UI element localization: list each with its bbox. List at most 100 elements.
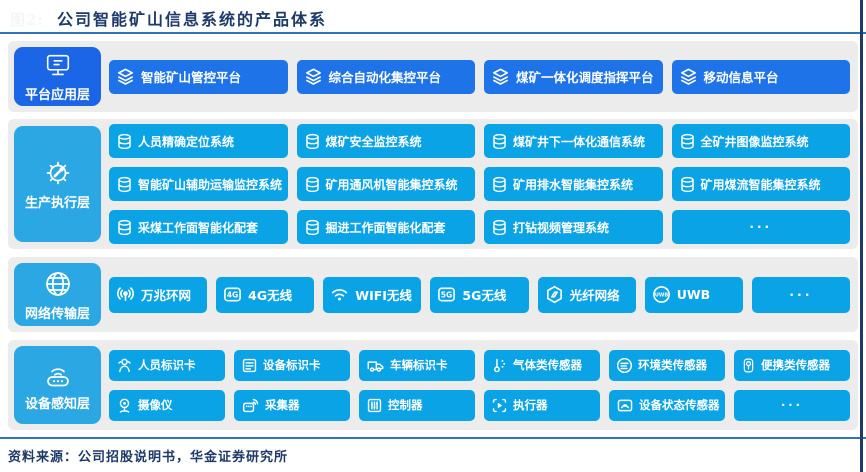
person-badge-icon [116, 357, 133, 374]
badge-4g-icon: 4G [223, 285, 242, 304]
product-box-label: 执行器 [513, 398, 548, 412]
source-note: 资料来源：公司招股说明书，华金证券研究所 [8, 450, 289, 465]
product-box: 煤矿一体化调度指挥平台 [484, 59, 663, 94]
product-box: 煤矿安全监控系统 [296, 124, 475, 158]
database-icon [491, 219, 508, 236]
layer-label-text: 平台应用层 [24, 87, 90, 103]
database-icon [679, 176, 696, 193]
monitor-icon [43, 51, 73, 81]
product-box-label: 采集器 [265, 398, 300, 412]
product-box: 煤矿井下一体化通信系统 [484, 124, 663, 158]
product-box-label: 矿用通风机智能集控系统 [325, 177, 458, 192]
wifi-icon [330, 285, 349, 304]
env-sensor-icon [616, 357, 633, 374]
product-box-label: 煤矿一体化调度指挥平台 [516, 70, 654, 85]
product-box-label: 万兆环网 [141, 288, 192, 303]
product-box: 光纤网络 [537, 276, 636, 313]
network-items-grid: 万兆环网 4G 4G无线 WIFI无线 5G 5G无线 光纤网络 UWB UWB ··· [109, 276, 850, 313]
layer-label-device-perception: 设备感知层 [14, 346, 101, 424]
layers-icon [679, 67, 698, 86]
product-box: 智能矿山辅助运输监控系统 [109, 167, 288, 201]
production-execution-layer-band: 生产执行层 人员精确定位系统煤矿安全监控系统煤矿井下一体化通信系统全矿井图像监控… [8, 119, 858, 249]
product-box-label: 煤矿安全监控系统 [325, 134, 422, 149]
platform-items-grid: 智能矿山管控平台 综合自动化集控平台 煤矿一体化调度指挥平台 移动信息平台 [109, 59, 850, 94]
gear-wrench-icon [42, 157, 74, 189]
database-icon [304, 219, 321, 236]
product-box-label: 移动信息平台 [703, 70, 779, 85]
product-box: 设备状态传感器 [609, 389, 725, 421]
router-icon [41, 358, 75, 390]
layer-label-text: 设备感知层 [24, 397, 90, 412]
database-icon [304, 133, 321, 150]
page-title: 公司智能矿山信息系统的产品体系 [57, 10, 328, 29]
product-box-label: UWB [676, 287, 711, 302]
database-icon [116, 219, 133, 236]
more-items-box: ··· [671, 210, 850, 244]
product-box: 智能矿山管控平台 [109, 59, 288, 94]
controller-icon [366, 397, 383, 414]
database-icon [679, 133, 696, 150]
product-box-label: ··· [749, 220, 773, 234]
actuator-icon [491, 397, 508, 414]
product-box-label: 综合自动化集控平台 [328, 70, 442, 85]
svg-text:UWB: UWB [655, 293, 668, 299]
product-box-label: ··· [789, 287, 813, 302]
product-box: 执行器 [484, 389, 600, 421]
database-icon [491, 176, 508, 193]
vehicle-icon [366, 357, 385, 374]
product-box: 气体类传感器 [484, 349, 600, 381]
portable-sensor-icon [741, 357, 756, 374]
more-items-box: ··· [751, 276, 850, 313]
product-box: 掘进工作面智能化配套 [296, 210, 475, 244]
product-box-label: 气体类传感器 [513, 358, 582, 372]
product-box-label: 车辆标识卡 [390, 358, 448, 372]
product-box-label: 智能矿山辅助运输监控系统 [138, 177, 283, 192]
device-card-icon [241, 357, 258, 374]
collector-icon [241, 397, 260, 414]
title-underline [0, 32, 866, 34]
product-box: 摄像仪 [109, 389, 225, 421]
product-box-label: 矿用煤流智能集控系统 [700, 177, 821, 192]
footer-divider [0, 437, 866, 439]
product-box-label: 采煤工作面智能化配套 [138, 220, 259, 235]
product-box-label: 5G无线 [462, 288, 507, 303]
globe-icon [42, 268, 74, 300]
product-box: 采集器 [234, 389, 350, 421]
database-icon [491, 133, 508, 150]
product-box: 全矿井图像监控系统 [671, 124, 850, 158]
product-box: 便携类传感器 [734, 349, 850, 381]
product-box-label: 矿用排水智能集控系统 [513, 177, 634, 192]
product-box-label: 掘进工作面智能化配套 [325, 220, 446, 235]
layer-label-platform-application: 平台应用层 [14, 47, 101, 106]
product-box: 矿用通风机智能集控系统 [296, 167, 475, 201]
layer-label-network-transmission: 网络传输层 [14, 263, 101, 326]
product-box-label: 设备状态传感器 [639, 398, 720, 412]
database-icon [116, 176, 133, 193]
product-box: 4G 4G无线 [216, 276, 315, 313]
product-box: 综合自动化集控平台 [296, 59, 475, 94]
product-box: WIFI无线 [323, 276, 422, 313]
device-perception-layer-band: 设备感知层 人员标识卡设备标识卡车辆标识卡气体类传感器环境类传感器便携类传感器摄… [8, 340, 858, 430]
status-sensor-icon [616, 397, 634, 414]
layer-label-text: 生产执行层 [24, 196, 90, 211]
camera-icon [116, 397, 133, 414]
product-box: 矿用排水智能集控系统 [484, 167, 663, 201]
page-right-border [860, 0, 863, 472]
product-box-label: 煤矿井下一体化通信系统 [513, 134, 646, 149]
product-box-label: 控制器 [388, 398, 423, 412]
product-box: 万兆环网 [109, 276, 208, 313]
product-box-label: 光纤网络 [569, 288, 620, 303]
layers-icon [304, 67, 323, 86]
product-box-label: 人员标识卡 [138, 358, 196, 372]
product-box-label: ··· [780, 398, 804, 412]
svg-text:5G: 5G [441, 291, 453, 300]
product-box: 矿用煤流智能集控系统 [671, 167, 850, 201]
figure-number: 图2: [10, 11, 44, 29]
device-items-grid: 人员标识卡设备标识卡车辆标识卡气体类传感器环境类传感器便携类传感器摄像仪采集器控… [109, 349, 850, 421]
layer-label-production-execution: 生产执行层 [14, 126, 101, 242]
broadcast-icon [116, 285, 135, 304]
uwb-circle-icon: UWB [652, 285, 671, 304]
product-box: 人员标识卡 [109, 349, 225, 381]
product-box-label: 4G无线 [248, 288, 293, 303]
svg-text:4G: 4G [227, 291, 239, 300]
